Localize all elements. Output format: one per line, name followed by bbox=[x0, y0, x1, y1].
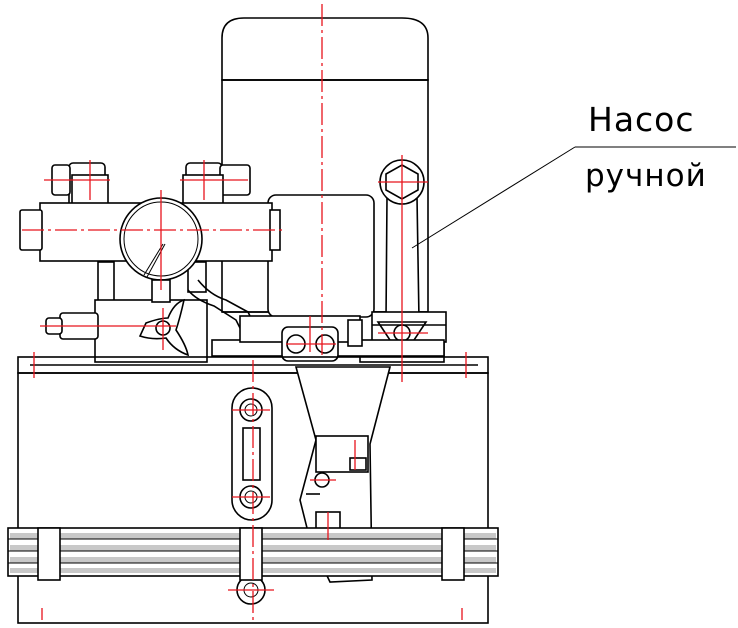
callout-label-line2: ручной bbox=[585, 158, 707, 194]
centerlines bbox=[22, 4, 467, 622]
valve-block bbox=[19, 162, 281, 363]
callout-leader bbox=[411, 146, 736, 249]
level-gauge bbox=[231, 387, 273, 521]
callout-label-line1: Насос bbox=[588, 100, 695, 139]
terminal-box bbox=[267, 194, 375, 318]
coupling-housing bbox=[211, 315, 445, 362]
